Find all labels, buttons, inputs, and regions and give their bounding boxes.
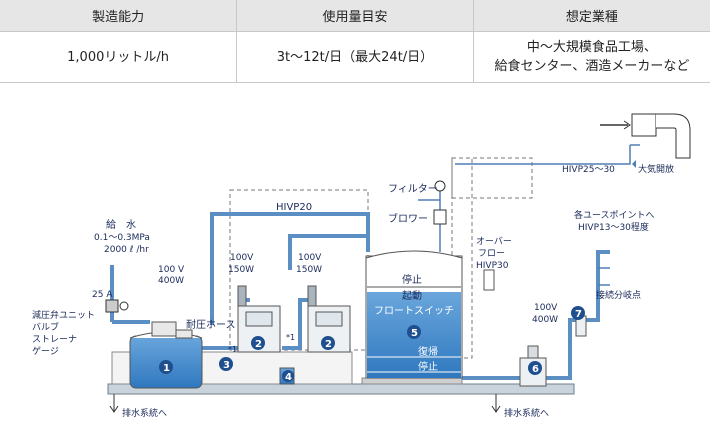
badge-3: 3 [219,357,233,371]
svg-text:2: 2 [255,339,262,350]
atmosphere-arrow-icon [632,160,636,168]
header-capacity: 製造能力 [0,0,238,32]
power-1-watt: 400W [158,276,184,286]
badge-5: 5 [407,325,421,339]
use-points-label-2: HIVP13〜30程度 [578,221,649,233]
main-tank-icon [365,250,463,379]
overflow-pipe-icon [483,269,495,291]
blower-label: ブロワー [388,212,428,225]
note-1a-label: *1 [228,345,237,354]
svg-text:1: 1 [163,363,170,374]
valve-unit-line-1: 減圧弁ユニット [32,309,95,321]
industry-line-2: 給食センター、酒造メーカーなど [494,59,690,74]
pressure-hose-label: 耐圧ホース [186,318,236,331]
tank-stand [361,377,463,385]
overflow-pipe-label: HIVP30 [476,261,509,271]
svg-text:4: 4 [285,372,292,383]
power-2-watt: 150W [228,265,254,275]
spec-table-row: 1,000リットル/h 3t〜12t/日（最大24t/日） 中〜大規模食品工場、… [0,31,710,83]
valve-unit-line-4: ゲージ [32,345,59,357]
water-supply-label: 給 水 [106,218,136,231]
badge-1: 1 [159,360,173,374]
capacity-value: 1,000リットル/h [0,31,238,83]
industry-line-1: 中〜大規模食品工場、 [526,40,657,55]
badge-4: 4 [282,370,294,383]
spec-table: 製造能力 使用量目安 想定業種 1,000リットル/h 3t〜12t/日（最大2… [0,0,710,83]
badge-6: 6 [528,361,542,375]
use-points-label-1: 各ユースポイントへ [574,209,655,221]
right-dashed-box [451,157,533,199]
water-flow-label: 2000 ℓ /hr [104,245,149,255]
recover-label: 復帰 [418,345,438,358]
system-diagram: 給 水 0.1〜0.3MPa 2000 ℓ /hr 25 A 減圧弁ユニット バ… [32,113,691,419]
vent-hood-icon [600,113,691,159]
svg-text:7: 7 [575,309,582,320]
drain-right-arrow [491,394,501,413]
note-1b-label: *1 [286,333,295,342]
badge-7: 7 [571,306,585,320]
overflow-label-1: オーバー [476,236,512,247]
badge-2b: 2 [321,336,335,350]
svg-text:3: 3 [223,360,230,371]
stop-bottom-label: 停止 [418,360,438,373]
left-tank-icon [129,321,203,389]
valve-unit-line-3: ストレーナ [32,334,77,345]
svg-text:6: 6 [532,364,539,375]
svg-text:5: 5 [411,328,418,339]
drain-right-label: 排水系統へ [504,407,549,419]
valve-unit-line-2: バルブ [32,321,59,333]
drain-left-label: 排水系統へ [122,407,167,419]
valve-25a-label: 25 A [92,290,113,300]
power-2-voltage: 100V [230,253,254,263]
svg-text:2: 2 [325,339,332,350]
power-4-voltage: 100V [534,303,558,313]
power-3-watt: 150W [296,265,322,275]
drain-left-arrow [109,394,119,413]
usage-value: 3t〜12t/日（最大24t/日） [236,31,474,83]
hivp20-label: HIVP20 [276,202,312,213]
power-3-voltage: 100V [298,253,322,263]
blower-icon [433,209,447,225]
filter-label: フィルター [388,183,438,195]
float-switch-label: フロートスイッチ [374,305,454,317]
badge-2a: 2 [251,336,265,350]
stop-top-label: 停止 [402,273,422,286]
branch-point-label: 接続分岐点 [596,289,641,301]
water-pressure-label: 0.1〜0.3MPa [94,233,150,243]
hivp25-30-label: HIVP25〜30 [562,165,615,175]
pressure-valve-icon [105,299,129,313]
atmosphere-label: 大気開放 [638,163,674,175]
header-usage: 使用量目安 [236,0,474,32]
overflow-label-2: フロー [478,249,505,259]
spec-table-header-row: 製造能力 使用量目安 想定業種 [0,0,710,32]
number-badges: 1 2 2 3 4 5 6 7 [159,306,585,383]
power-4-watt: 400W [532,315,558,325]
start-label: 起動 [402,289,422,302]
filter-icon [434,180,446,192]
power-1-voltage: 100 V [158,265,185,275]
industry-value: 中〜大規模食品工場、 給食センター、酒造メーカーなど [473,31,710,83]
header-industry: 想定業種 [473,0,710,32]
